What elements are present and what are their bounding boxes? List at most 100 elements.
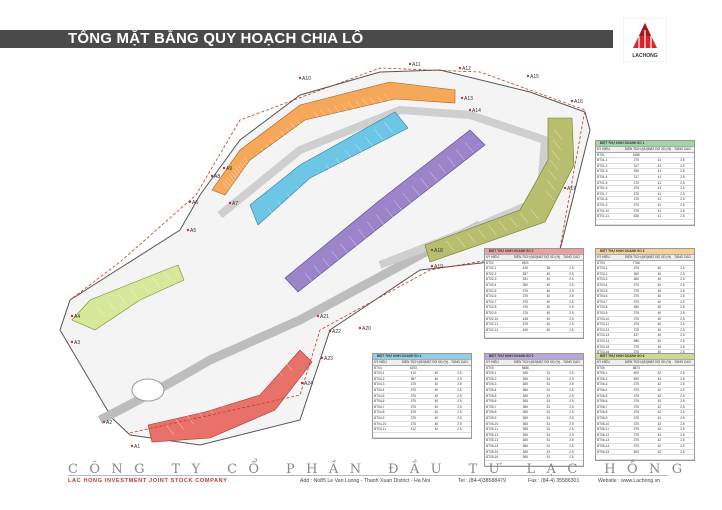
table-cell: 40 xyxy=(546,305,551,310)
control-point-marker xyxy=(328,329,332,333)
table-cell: 41 xyxy=(657,214,662,219)
table-cell: 375 xyxy=(633,282,639,287)
table-cell: 317 xyxy=(633,163,639,168)
lot-divider xyxy=(285,127,295,138)
table-cell: BT06-14 xyxy=(597,443,610,448)
control-point-label: A13 xyxy=(464,96,473,102)
table-cell: 40 xyxy=(657,266,662,271)
control-point-marker xyxy=(130,444,134,448)
table-cell: 365 xyxy=(522,371,528,376)
control-point-marker xyxy=(186,228,190,232)
table-cell: 600 xyxy=(633,376,639,381)
control-point-label: A15 xyxy=(530,74,539,80)
table-cell: 2.5 xyxy=(457,410,462,415)
table-cell: 40 xyxy=(657,277,662,282)
table-cell: BT02-3 xyxy=(486,277,497,282)
table-cell: BT05-16 xyxy=(486,455,499,460)
table-cell: BT03-15 xyxy=(597,344,610,349)
table-cell: 375 xyxy=(633,415,639,420)
control-point-label: A10 xyxy=(302,76,311,82)
lot-divider xyxy=(214,397,224,409)
table-cell: BT01-9 xyxy=(597,202,608,207)
table-cell: BT04-7 xyxy=(374,404,385,409)
control-point-marker xyxy=(468,108,472,112)
lot-divider xyxy=(369,97,378,108)
lot-divider xyxy=(290,123,300,134)
control-point-label: A11 xyxy=(412,62,421,68)
lot-divider xyxy=(331,250,340,262)
lot-divider xyxy=(316,171,325,183)
table-cell: 2.5 xyxy=(569,393,574,398)
table-cell: 360 xyxy=(522,282,528,287)
lot-divider xyxy=(222,182,232,193)
lot-divider xyxy=(349,236,358,247)
table-cell: 2.5 xyxy=(680,421,685,426)
table-cell: 42 xyxy=(657,376,662,381)
table-cell: 41 xyxy=(657,191,662,196)
table-cell: 2.5 xyxy=(680,202,685,207)
lot-divider xyxy=(244,381,253,392)
lot-divider xyxy=(348,102,357,113)
lot-divider xyxy=(367,221,376,233)
table-cell: 42 xyxy=(657,371,662,376)
lot-divider xyxy=(151,276,161,288)
table-cell: BT06-1 xyxy=(597,371,608,376)
table-cell: 2.5 xyxy=(680,191,685,196)
table-cell: 360 xyxy=(633,305,639,310)
table-cell: KÝ HIỆU xyxy=(597,255,610,259)
table-cell: 375 xyxy=(410,410,416,415)
lot-divider xyxy=(554,129,563,141)
table-cell: 40 xyxy=(434,410,439,415)
table-cell: BT03-14 xyxy=(597,338,610,343)
lot-divider xyxy=(205,403,214,414)
block-purple-bt05 xyxy=(284,129,486,293)
control-point-label: A8 xyxy=(214,174,220,180)
table-cell: BT03-11 xyxy=(597,322,609,327)
table-cell: 40 xyxy=(657,333,662,338)
table-cell: BT03-13 xyxy=(597,333,610,338)
table-cell: KÝ HIỆU xyxy=(597,147,610,151)
table-cell: MẬT ĐỘ XD (%) xyxy=(536,255,560,259)
table-cell: BT02-11 xyxy=(486,322,498,327)
lot-divider xyxy=(546,179,556,191)
lot-divider xyxy=(280,131,290,142)
table-cell: MẬT ĐỘ XD (%) xyxy=(647,360,671,364)
lot-divider xyxy=(235,167,244,178)
table-cell: 375 xyxy=(410,421,416,426)
table-cell: BT06-8 xyxy=(597,410,608,415)
table-cell: MẬT ĐỘ XD (%) xyxy=(424,360,448,364)
table-cell: 41 xyxy=(657,174,662,179)
table-cell: 2.5 xyxy=(569,415,574,420)
table-cell: 375 xyxy=(633,316,639,321)
table-cell: TẦNG CAO xyxy=(674,255,691,259)
table-cell: 2.5 xyxy=(680,399,685,404)
table-cell: DIỆN TÍCH (M2) xyxy=(624,255,648,259)
lot-divider xyxy=(530,208,539,220)
control-point-marker xyxy=(316,314,320,318)
table-cell: 2.5 xyxy=(457,371,462,376)
table-cell: BT01-1 xyxy=(597,158,608,163)
table-cell: 2.5 xyxy=(671,350,694,355)
control-point-marker xyxy=(188,200,192,204)
lot-divider xyxy=(312,111,322,122)
table-cell: BT01-6 xyxy=(597,186,608,191)
lot-divider xyxy=(260,148,270,159)
table-cell: DIỆN TÍCH (M2) xyxy=(513,360,537,364)
table-cell: 2.5 xyxy=(569,316,574,321)
